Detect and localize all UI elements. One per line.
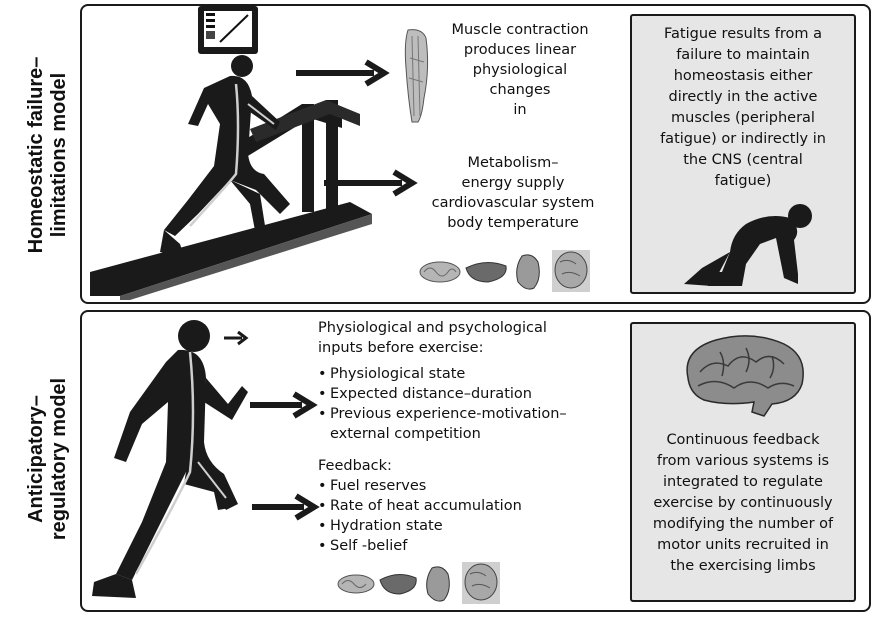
text-line: integrated to regulate [663,474,823,490]
arrow-icon [296,59,390,87]
list-item: Physiological state [318,364,567,384]
text-line: Fatigue results from a [664,26,822,42]
list-item: Rate of heat accumulation [318,496,522,516]
inputs-heading-line: inputs before exercise: [318,340,484,356]
inputs-heading-line: Physiological and psychological [318,320,547,336]
list-item: Hydration state [318,516,522,536]
list-item: Previous experience-motivation– [318,404,567,424]
list-item: Expected distance–duration [318,384,567,404]
list-item: Fuel reserves [318,476,522,496]
fatigue-explanation-text: Fatigue results from a failure to mainta… [640,24,846,192]
homeostatic-model-label: Homeostatic failure– limitations model [25,5,71,305]
inputs-before-exercise: Physiological and psychological inputs b… [318,318,567,444]
arrow-icon [252,493,320,521]
runner-silhouette-icon [160,55,290,256]
brain-icon [552,250,590,292]
text-line: cardiovascular system [431,195,595,211]
brain-icon [686,335,804,417]
feedback-heading: Feedback: [318,458,392,474]
text-line: produces linear [463,42,577,58]
text-line: from various systems is [656,453,830,469]
text-line: body temperature [447,215,579,231]
text-line: fatigue) or indirectly in [660,131,826,147]
kneeling-athlete-icon [684,204,812,286]
arrow-icon [250,391,318,419]
text-line: physiological [472,62,568,78]
text-line: the exercising limbs [670,558,816,574]
label-line-2: regulatory model [48,377,70,541]
liver-icon [465,262,507,283]
text-line: Muscle contraction [451,22,589,38]
feedback-explanation-box: Continuous feedback from various systems… [630,322,856,602]
text-line: energy supply [461,175,565,191]
text-line: exercise by continuously [653,495,833,511]
runner-silhouette-icon [92,320,248,598]
arrow-icon [324,169,418,197]
label-line-2: limitations model [48,72,70,238]
intestine-icon [337,574,375,594]
text-line: homeostasis either [673,68,813,84]
heart-icon [426,566,450,602]
text-line: Continuous feedback [666,432,820,448]
text-line: failure to maintain [676,47,810,63]
brain-icon [462,562,500,604]
text-line: in [513,102,527,118]
label-line-1: Homeostatic failure– [25,56,47,254]
organ-icons-row [337,562,500,604]
label-line-1: Anticipatory– [25,395,47,523]
heart-icon [516,254,540,290]
organ-icons-row [419,250,590,292]
text-line: modifying the number of [652,516,834,532]
feedback-explanation-text: Continuous feedback from various systems… [640,430,846,577]
text-line: directly in the active [668,89,818,105]
liver-icon [379,574,417,595]
metabolism-text: Metabolism– energy supply cardiovascular… [418,153,608,233]
text-line: Metabolism– [467,155,559,171]
anticipatory-model-label: Anticipatory– regulatory model [25,309,71,609]
text-line: muscles (peripheral [671,110,815,126]
treadmill-icon [90,100,372,300]
list-item: Self -belief [318,536,522,556]
arrow-icon [224,330,249,346]
feedback-list: Feedback: Fuel reserves Rate of heat acc… [318,456,522,556]
list-item-continuation: external competition [330,426,481,442]
text-line: changes [489,82,551,98]
treadmill-display-icon [198,6,258,54]
intestine-icon [419,261,461,283]
text-line: motor units recruited in [657,537,829,553]
text-line: fatigue) [714,173,772,189]
fatigue-explanation-box: Fatigue results from a failure to mainta… [630,14,856,294]
treadmill-illustration [90,6,372,300]
text-line: the CNS (central [683,152,803,168]
leg-muscle-icon [404,29,429,123]
muscle-contraction-text: Muscle contraction produces linear physi… [425,20,615,120]
